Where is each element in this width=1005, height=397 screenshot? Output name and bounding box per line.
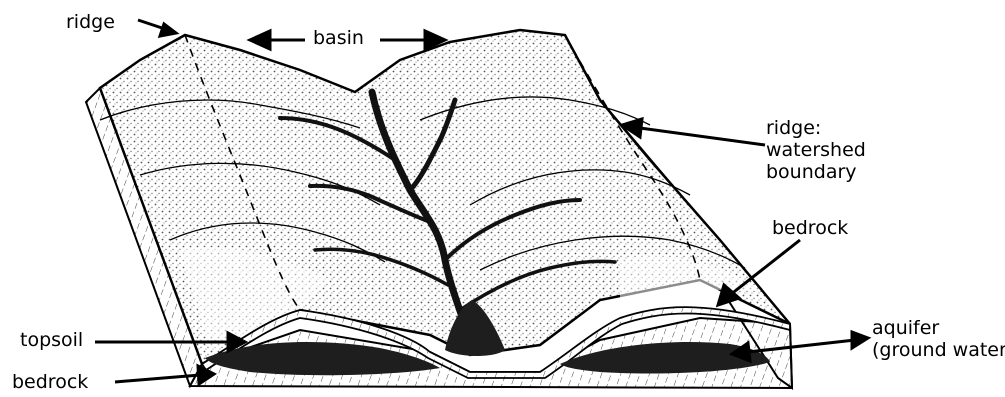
label-ridge-boundary-line1: ridge: [766,118,821,139]
label-bedrock-left: bedrock [12,372,88,393]
label-topsoil: topsoil [20,330,83,351]
label-basin: basin [313,28,364,49]
label-aquifer-line2: (ground water) [872,340,1005,361]
arrowhead-ridge-top [160,24,176,36]
arrowhead-aquifer-right [852,332,868,348]
label-ridge-boundary-line2: watershed [766,140,866,161]
label-bedrock-right: bedrock [772,218,848,239]
label-ridge-boundary-line3: boundary [766,162,857,183]
label-aquifer-line1: aquifer [872,318,939,339]
label-ridge-top: ridge [66,12,115,33]
arrowhead-basin-left [250,31,270,49]
arrow-ridge-boundary [640,128,765,145]
